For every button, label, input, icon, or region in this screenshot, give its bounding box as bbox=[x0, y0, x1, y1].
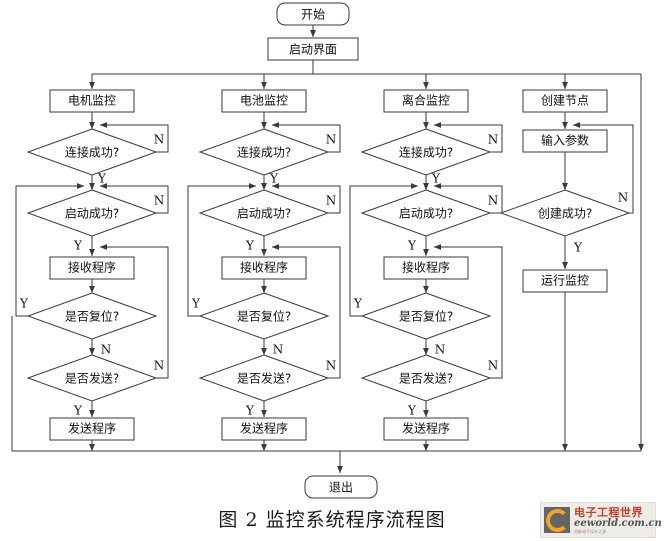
branch-label-motor-senddec-no: N bbox=[154, 359, 165, 373]
node-create-header-label: 创建节点 bbox=[541, 94, 589, 108]
branch-label-clutch-senddec-no: N bbox=[488, 359, 499, 373]
node-params-label: 输入参数 bbox=[541, 133, 589, 148]
node-clutch-senddec-label: 是否发送? bbox=[399, 371, 453, 386]
node-battery-reset-label: 是否复位? bbox=[237, 309, 291, 324]
watermark-tagline: 创新电子设计之源 bbox=[574, 528, 606, 534]
node-startup-label: 启动界面 bbox=[289, 43, 337, 57]
edge-motor-senddec-no-loop bbox=[99, 244, 169, 379]
branch-label-battery-senddec-no: N bbox=[326, 359, 337, 373]
branch-label-clutch-connect-no: N bbox=[488, 133, 499, 147]
figure-caption: 图 2 监控系统程序流程图 bbox=[218, 509, 446, 531]
branch-label-motor-senddec-yes: Y bbox=[73, 404, 83, 418]
node-battery-sendprog-label: 发送程序 bbox=[240, 421, 288, 436]
branch-label-motor-connect-yes: Y bbox=[97, 172, 107, 186]
edge-battery-start-no-loop bbox=[271, 183, 341, 214]
edge-motor-connect-no-loop bbox=[99, 122, 169, 153]
branch-label-createdec-no: N bbox=[618, 191, 629, 205]
edge-battery-senddec-no-loop bbox=[271, 244, 341, 379]
branch-label-clutch-start-yes: Y bbox=[407, 239, 417, 253]
branch-label-motor-reset-yes: Y bbox=[19, 297, 29, 311]
watermark-title: 电子工程世界 bbox=[574, 505, 643, 519]
branch-label-motor-reset-no: N bbox=[101, 343, 112, 357]
watermark-domain: eeworld.com.cn bbox=[574, 517, 662, 529]
node-run-label: 运行监控 bbox=[541, 274, 589, 288]
node-motor-connect-label: 连接成功? bbox=[65, 145, 119, 160]
branch-label-motor-connect-no: N bbox=[154, 133, 165, 147]
edge-clutch-start-no-loop bbox=[433, 183, 503, 214]
node-clutch-sendprog-label: 发送程序 bbox=[402, 421, 450, 436]
node-clutch-receive-label: 接收程序 bbox=[402, 260, 450, 275]
node-motor-sendprog-label: 发送程序 bbox=[68, 421, 116, 436]
edge-createdec-no-loop bbox=[572, 122, 634, 214]
branch-label-clutch-senddec-yes: Y bbox=[407, 404, 417, 418]
node-battery-header-label: 电池监控 bbox=[240, 94, 288, 108]
edge-motor-start-no-loop bbox=[99, 183, 169, 214]
branch-label-motor-start-no: N bbox=[154, 194, 165, 208]
node-battery-receive-label: 接收程序 bbox=[240, 260, 288, 275]
node-exit-shape bbox=[304, 475, 378, 499]
branch-label-clutch-connect-yes: Y bbox=[431, 172, 441, 186]
branch-label-motor-start-yes: Y bbox=[73, 239, 83, 253]
node-clutch-header-label: 离合监控 bbox=[402, 93, 450, 108]
node-clutch-connect-label: 连接成功? bbox=[399, 145, 453, 160]
edge-clutch-senddec-no-loop bbox=[433, 244, 503, 379]
branch-label-battery-start-no: N bbox=[326, 194, 337, 208]
edge-battery-reset-yes-loop bbox=[187, 183, 257, 317]
branch-label-battery-senddec-yes: Y bbox=[245, 404, 255, 418]
node-clutch-reset-label: 是否复位? bbox=[399, 309, 453, 324]
node-motor-start-label: 启动成功? bbox=[65, 207, 119, 221]
node-clutch-start-label: 启动成功? bbox=[399, 207, 453, 221]
edge-clutch-connect-no-loop bbox=[433, 122, 503, 153]
edge-battery-connect-no-loop bbox=[271, 122, 341, 153]
eeworld-logo-icon bbox=[544, 507, 570, 533]
node-battery-connect-label: 连接成功? bbox=[237, 145, 291, 160]
branch-label-battery-connect-yes: Y bbox=[269, 172, 279, 186]
node-battery-senddec-label: 是否发送? bbox=[237, 371, 291, 386]
branch-label-battery-connect-no: N bbox=[326, 133, 337, 147]
branch-label-createdec-yes: Y bbox=[573, 241, 583, 255]
node-createdec-label: 创建成功? bbox=[538, 207, 592, 221]
edge-clutch-reset-yes-loop bbox=[349, 183, 419, 317]
node-motor-reset-label: 是否复位? bbox=[65, 309, 119, 324]
node-motor-senddec-label: 是否发送? bbox=[65, 371, 119, 386]
watermark-text-group: 电子工程世界 eeworld.com.cn 创新电子设计之源 bbox=[574, 507, 662, 534]
watermark-eeworld: 电子工程世界 eeworld.com.cn 创新电子设计之源 bbox=[540, 502, 662, 538]
branch-label-battery-reset-yes: Y bbox=[191, 297, 201, 311]
branch-label-battery-start-yes: Y bbox=[245, 239, 255, 253]
node-motor-receive-label: 接收程序 bbox=[68, 260, 116, 275]
node-start-label: 开始 bbox=[301, 8, 325, 22]
branch-label-clutch-reset-no: N bbox=[435, 343, 446, 357]
branch-label-battery-reset-no: N bbox=[273, 343, 284, 357]
node-exit-label: 退出 bbox=[329, 481, 353, 495]
edge-motor-reset-yes-loop bbox=[15, 183, 85, 317]
node-motor-header-label: 电机监控 bbox=[68, 94, 116, 108]
branch-label-clutch-reset-yes: Y bbox=[353, 297, 363, 311]
branch-label-clutch-start-no: N bbox=[488, 194, 499, 208]
node-battery-start-label: 启动成功? bbox=[237, 207, 291, 221]
